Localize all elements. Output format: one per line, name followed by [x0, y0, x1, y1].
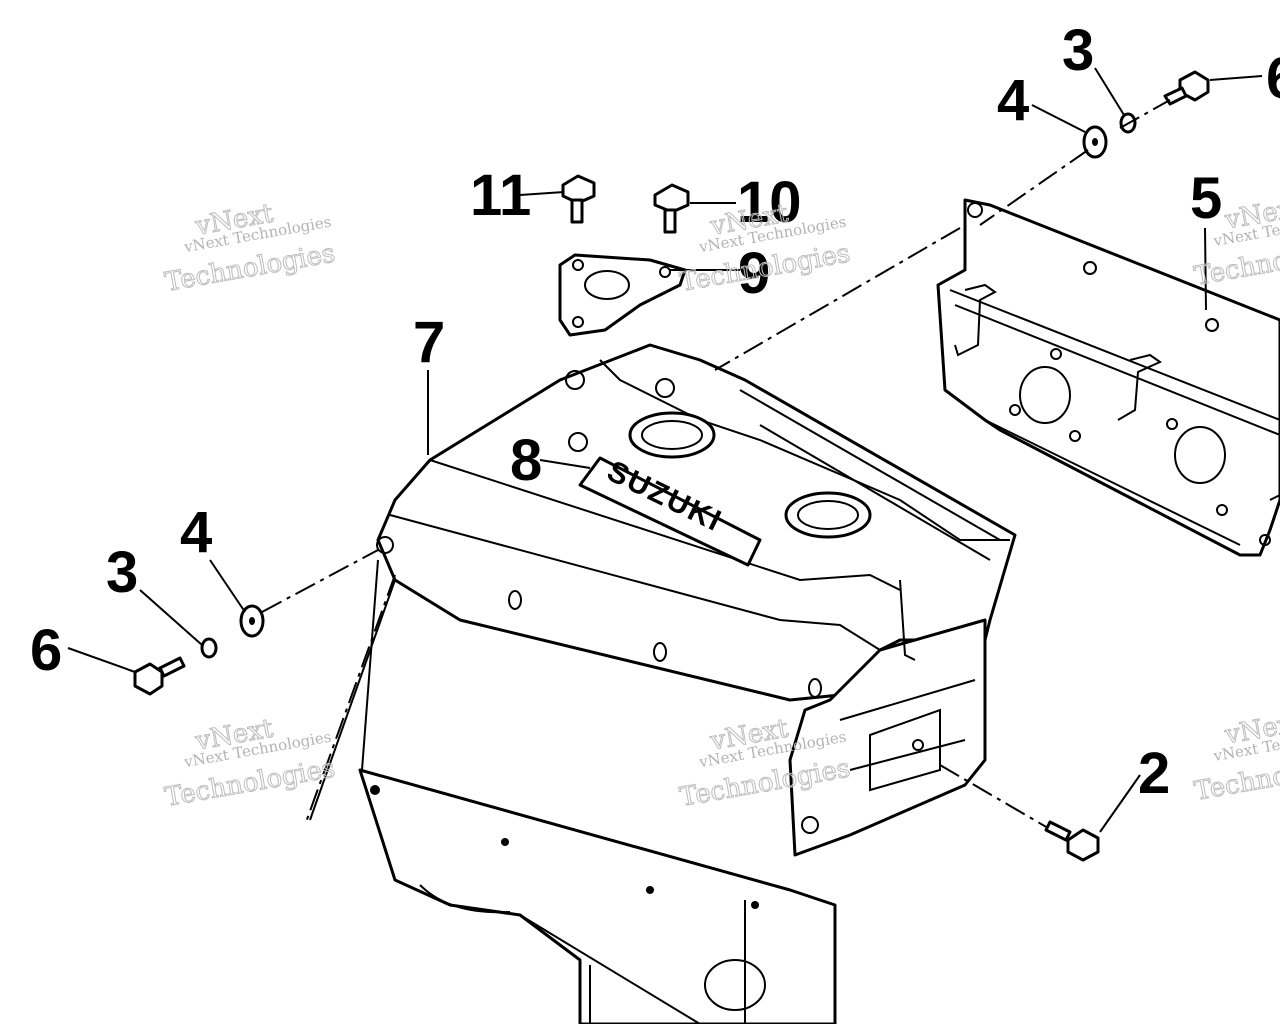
callout-11: 11: [470, 163, 531, 228]
washer-4-top: [1082, 125, 1108, 159]
callout-8: 8: [510, 428, 542, 493]
callout-6-top: 6: [1266, 46, 1280, 111]
callout-labels: 2 3 3 4 4 5 6 6 7 8 9 10 11: [30, 18, 1280, 806]
callout-6-left: 6: [30, 618, 62, 683]
watermark-top-center: vNext vNext Technologies Technologies: [677, 198, 853, 298]
engine-cover: [309, 343, 1017, 857]
watermark-bottom-left: vNext vNext Technologies Technologies: [162, 713, 338, 813]
callout-5: 5: [1190, 166, 1222, 231]
bolt-6-left: [133, 656, 186, 696]
leader-lines: [67, 67, 1263, 833]
lower-casing: [358, 768, 837, 1024]
callout-2: 2: [1138, 741, 1170, 806]
bolt-10: [653, 183, 690, 234]
callout-7: 7: [413, 310, 445, 375]
callout-4-top: 4: [997, 68, 1029, 133]
callout-3-left: 3: [106, 540, 138, 605]
lock-washer-3-left: [200, 637, 218, 659]
watermark-top-left: vNext vNext Technologies Technologies: [162, 198, 338, 298]
callout-10: 10: [737, 170, 802, 235]
callout-4-left: 4: [180, 500, 212, 565]
callout-9: 9: [738, 241, 770, 306]
rear-panel: [936, 198, 1280, 557]
callout-3-top: 3: [1062, 18, 1094, 83]
mounting-plate: [558, 253, 687, 337]
bolt-11: [561, 174, 596, 224]
bolt-6-top: [1163, 70, 1210, 106]
watermark-bottom-right: vNext vNext Technologies Technologies: [1192, 707, 1280, 807]
bolt-2: [1044, 820, 1100, 862]
washer-4-left: [239, 604, 265, 638]
